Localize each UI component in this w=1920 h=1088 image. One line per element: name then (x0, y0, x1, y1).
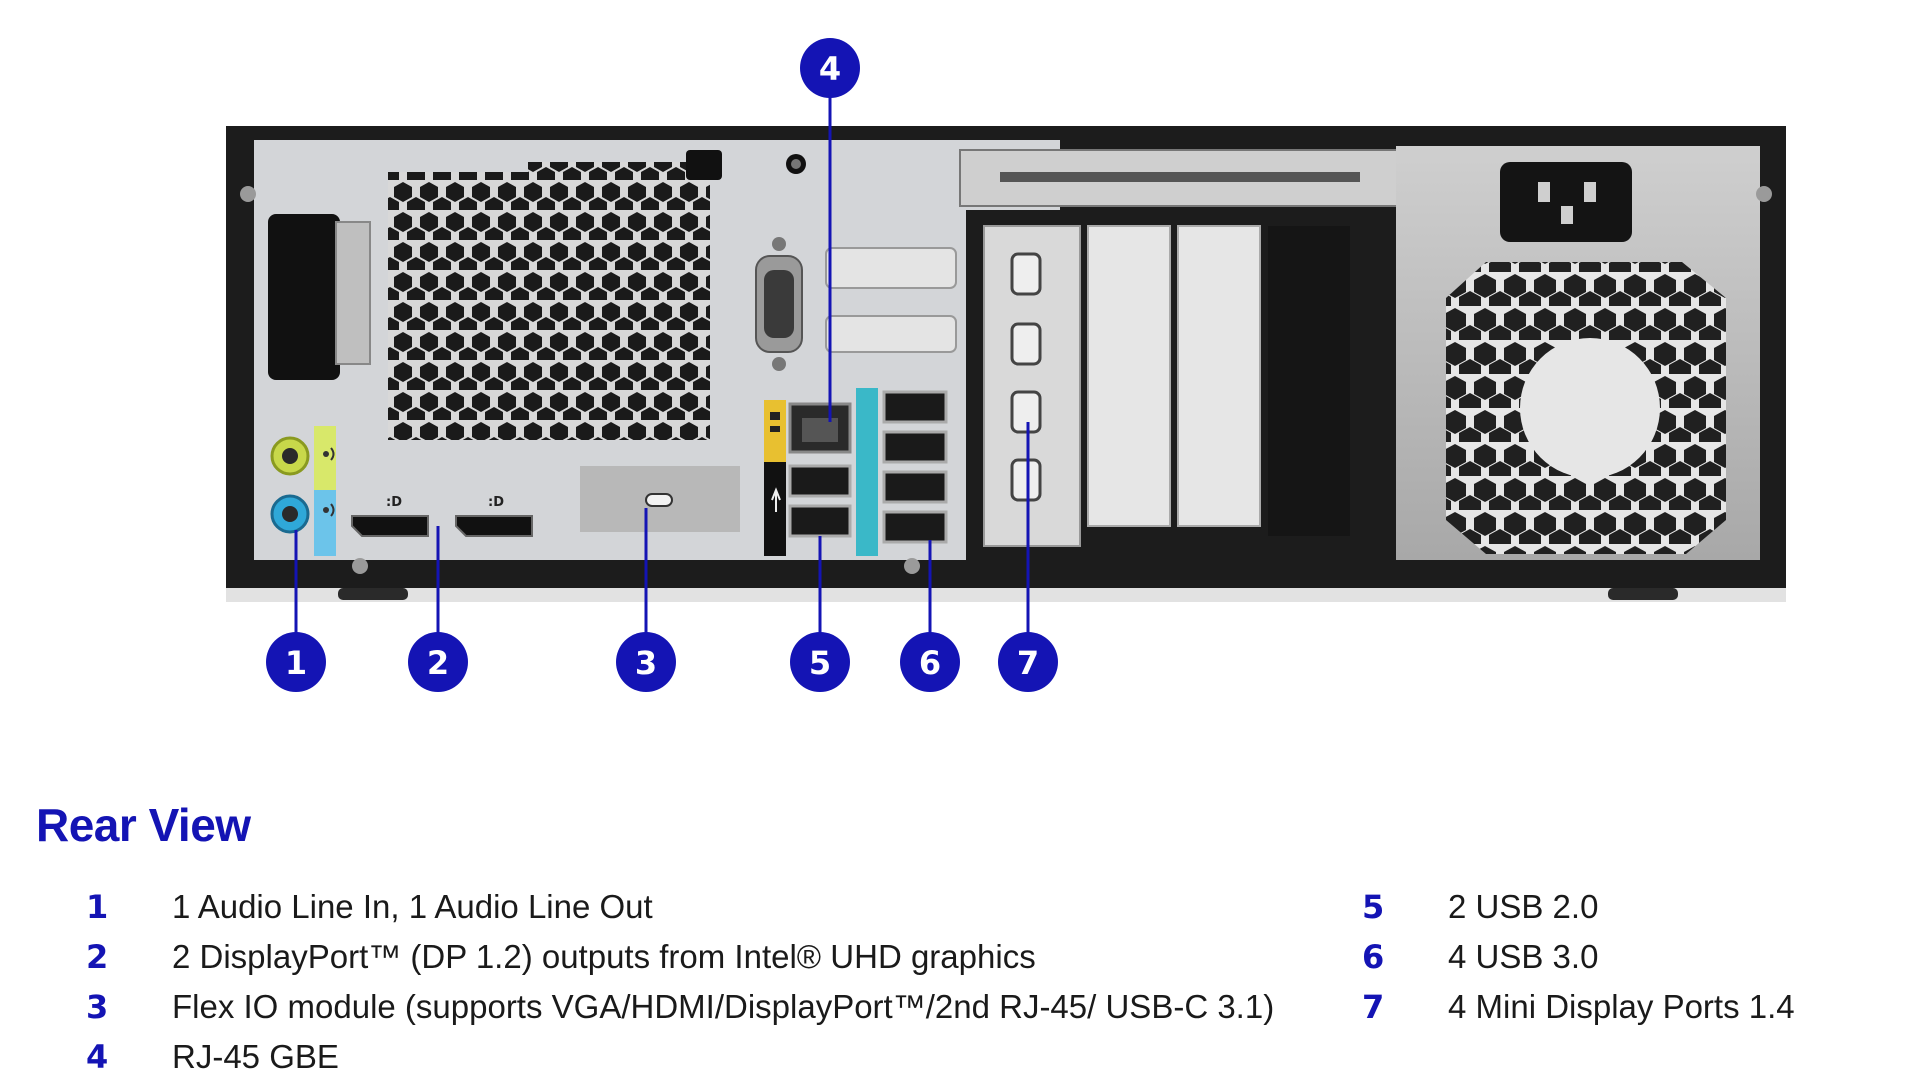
power-socket-icon (1500, 162, 1632, 242)
callout-7: 7 (998, 632, 1058, 692)
audio-line-out-icon (323, 503, 335, 517)
legend-number: 3 (86, 988, 109, 1026)
legend-left-column: 1 1 Audio Line In, 1 Audio Line Out 2 2 … (86, 888, 1274, 1088)
displayport-2 (455, 515, 533, 537)
usb-icon (771, 487, 781, 512)
svg-text::D: :D (386, 495, 402, 510)
svg-text:1: 1 (285, 644, 307, 682)
legend-item: 2 2 DisplayPort™ (DP 1.2) outputs from I… (86, 938, 1274, 988)
callout-2: 2 (408, 632, 468, 692)
svg-text:3: 3 (635, 644, 657, 682)
expansion-slot-cover-1 (1087, 225, 1171, 527)
usb-c-port (645, 493, 673, 507)
fan-vent-grille (388, 162, 710, 440)
displayport-1 (351, 515, 429, 537)
displayport-icon: :D :D (386, 495, 504, 510)
callout-6: 6 (900, 632, 960, 692)
legend-text: 1 Audio Line In, 1 Audio Line Out (172, 888, 653, 925)
legend-text: Flex IO module (supports VGA/HDMI/Displa… (172, 988, 1275, 1025)
security-clip (268, 214, 340, 380)
callout-3: 3 (616, 632, 676, 692)
legend-text: 2 USB 2.0 (1448, 888, 1599, 925)
leader-lines (294, 94, 1030, 634)
network-icon (770, 412, 780, 432)
legend-item: 7 4 Mini Display Ports 1.4 (1362, 988, 1795, 1038)
callout-4: 4 (800, 38, 860, 98)
expansion-slot-cover-2 (1177, 225, 1261, 527)
svg-text:4: 4 (819, 50, 841, 88)
legend-number: 1 (86, 888, 109, 926)
legend-number: 6 (1362, 938, 1385, 976)
legend-text: RJ-45 GBE (172, 1038, 339, 1075)
rear-view-diagram: :D :D (226, 38, 1786, 692)
legend-text: 4 Mini Display Ports 1.4 (1448, 988, 1795, 1025)
legend-item: 6 4 USB 3.0 (1362, 938, 1795, 988)
legend-item: 5 2 USB 2.0 (1362, 888, 1795, 938)
svg-text:5: 5 (809, 644, 831, 682)
mini-displayports (1010, 252, 1042, 502)
usb3-port-2 (882, 430, 948, 464)
legend-item: 3 Flex IO module (supports VGA/HDMI/Disp… (86, 988, 1274, 1038)
legend-right-column: 5 2 USB 2.0 6 4 USB 3.0 7 4 Mini Display… (1362, 888, 1795, 1038)
rj45-port (788, 402, 852, 454)
usb3-port-4 (882, 510, 948, 544)
legend-text: 4 USB 3.0 (1448, 938, 1599, 975)
legend-number: 4 (86, 1038, 109, 1076)
legend-number: 5 (1362, 888, 1385, 926)
callout-1: 1 (266, 632, 326, 692)
section-title: Rear View (36, 799, 251, 851)
audio-line-in-icon (323, 447, 335, 461)
legend-number: 7 (1362, 988, 1385, 1026)
usb2-port-1 (788, 464, 852, 498)
svg-text:2: 2 (427, 644, 449, 682)
legend-number: 2 (86, 938, 109, 976)
legend-item: 4 RJ-45 GBE (86, 1038, 1274, 1088)
usb3-port-3 (882, 470, 948, 504)
svg-text:7: 7 (1017, 644, 1039, 682)
svg-text:6: 6 (919, 644, 941, 682)
usb2-port-2 (788, 504, 852, 538)
legend-text: 2 DisplayPort™ (DP 1.2) outputs from Int… (172, 938, 1036, 975)
usb3-port-1 (882, 390, 948, 424)
svg-text::D: :D (488, 495, 504, 510)
callout-5: 5 (790, 632, 850, 692)
legend-item: 1 1 Audio Line In, 1 Audio Line Out (86, 888, 1274, 938)
